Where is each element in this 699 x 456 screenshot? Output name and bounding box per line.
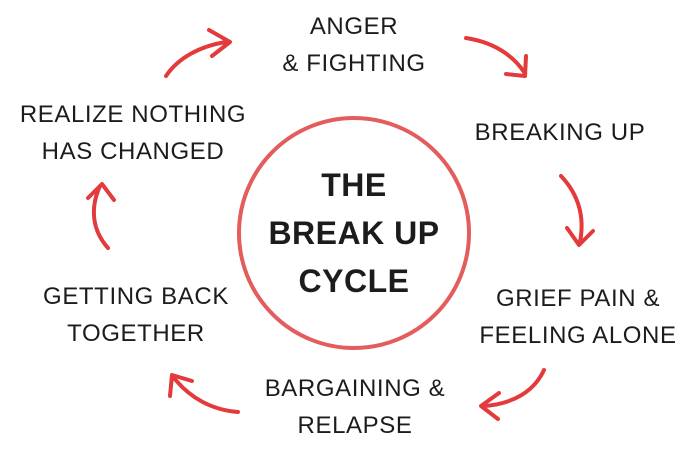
center-title-line: THE [321,167,387,203]
center-title-line: CYCLE [298,263,410,299]
curved-arrow-icon [464,36,528,78]
stage-breaking-up: BREAKING UP [460,114,660,151]
stage-label-line: HAS CHANGED [41,138,225,165]
stage-grief-pain: GRIEF PAIN & FEELING ALONE [462,280,694,354]
curved-arrow-icon [168,373,240,414]
stage-anger-fighting: ANGER & FIGHTING [254,8,454,82]
stage-label-line: TOGETHER [67,320,205,347]
stage-label-line: FEELING ALONE [479,322,677,349]
curved-arrow-icon [559,174,595,247]
stage-label-line: BARGAINING & [264,375,446,402]
stage-label-line: RELAPSE [297,412,413,439]
center-title-line: BREAK UP [268,215,440,251]
curved-arrow-icon [479,368,546,421]
center-circle: THE BREAK UP CYCLE [237,116,471,350]
stage-label-line: BREAKING UP [474,119,646,146]
stage-label-line: GETTING BACK [43,283,229,310]
curved-arrow-icon [86,182,116,250]
stage-realize-nothing-changed: REALIZE NOTHING HAS CHANGED [4,96,262,170]
stage-label-line: GRIEF PAIN & [495,285,661,312]
stage-getting-back-together: GETTING BACK TOGETHER [18,278,254,352]
stage-label-line: & FIGHTING [282,50,426,77]
stage-label-line: ANGER [309,13,399,40]
stage-bargaining: BARGAINING & RELAPSE [240,370,470,444]
stage-label-line: REALIZE NOTHING [19,101,247,128]
curved-arrow-icon [164,28,232,78]
center-title: THE BREAK UP CYCLE [268,161,439,305]
